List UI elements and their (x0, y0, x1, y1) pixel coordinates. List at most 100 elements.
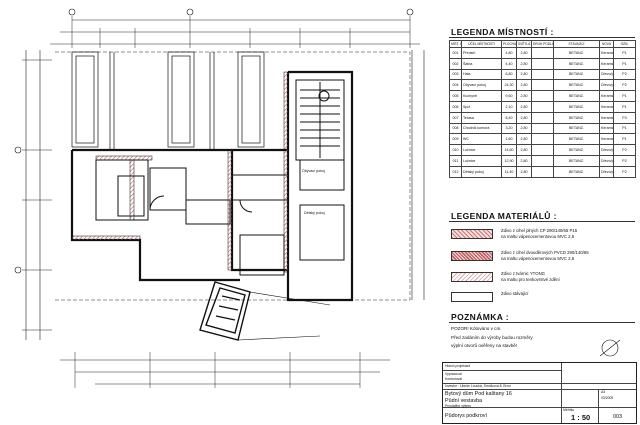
cell-area: 12,90 (501, 154, 517, 167)
material-line2: na maltu vápenocementovou MVC 2,5 (501, 256, 575, 261)
room-label-kids: Dětský pokoj (304, 211, 325, 215)
cell-area: 14,60 (501, 144, 517, 156)
cell-area: 2,10 (501, 100, 517, 113)
cell-code: P1 (613, 47, 636, 59)
cell-num: 008 (449, 122, 462, 135)
project-subject: Půdní vestavba (445, 398, 483, 404)
cell-floor (531, 100, 554, 113)
cell-height: 2,80 (516, 122, 532, 135)
cell-code: P1 (613, 90, 636, 102)
cell-num: 011 (449, 154, 462, 167)
cell-new: Keramická dlažba (599, 47, 614, 59)
cell-floor (531, 47, 554, 59)
investor: Investor : Libuše Loucká, Smrčkova 8, Br… (445, 384, 511, 388)
cell-height: 2,80 (516, 57, 532, 70)
col-code: OZN. (613, 40, 636, 48)
cell-area: 9,60 (501, 90, 517, 102)
cell-existing: BETANZ. (553, 133, 600, 146)
material-item: Zdivo stávající (449, 290, 635, 312)
cell-area: 8,40 (501, 111, 517, 124)
cell-existing: BETANZ. (553, 79, 600, 92)
cell-num: 001 (449, 47, 462, 59)
cell-code: P1 (613, 57, 636, 70)
label-drawn-by: Vypracoval (445, 372, 462, 376)
cell-area: 4,80 (501, 47, 517, 59)
cell-floor (531, 144, 554, 156)
cell-new: Dřevo/palubky (599, 79, 614, 92)
cell-code: P2 (613, 154, 636, 167)
cell-num: 010 (449, 144, 462, 156)
material-legend-title: LEGENDA MATERIÁLŮ : (451, 211, 557, 221)
cell-new: Keramická dlažba (599, 90, 614, 102)
col-num: MÍST. ČÍS. (449, 40, 462, 48)
cell-name: Ložnice (461, 144, 502, 156)
cell-new: Dřevo/palubky (599, 144, 614, 156)
material-line2: na maltu pro tenkovrstvé zdění (501, 277, 560, 282)
cell-name: Chodník komora (461, 122, 502, 135)
cell-area: 3,20 (501, 122, 517, 135)
room-label-living: Obývací pokoj (302, 169, 325, 173)
cell-num: 004 (449, 79, 462, 92)
cell-height: 2,80 (516, 68, 532, 81)
cell-height: 2,80 (516, 144, 532, 156)
cell-existing: BETANZ. (553, 90, 600, 102)
divider (449, 37, 635, 38)
cell-code: P2 (613, 165, 636, 178)
cell-code: P3 (613, 111, 636, 124)
cell-existing: BETANZ. (553, 68, 600, 81)
room-legend-table: MÍST. ČÍS. ÚČEL MÍSTNOSTI PLOCHA [m2] SV… (449, 40, 636, 178)
cell-existing: BETANZ. (553, 111, 600, 124)
cell-name: Ložnice (461, 154, 502, 167)
cell-height: 2,80 (516, 154, 532, 167)
col-floor: DRUH PODLAHY (531, 40, 554, 48)
cell-name: Spíž (461, 100, 502, 113)
material-item: Zdivo z tvárnic YTONG na maltu pro tenko… (449, 270, 635, 292)
material-swatch (451, 251, 493, 261)
cell-height: 2,80 (516, 111, 532, 124)
material-swatch (451, 229, 493, 239)
cell-floor (531, 122, 554, 135)
cell-height: 2,80 (516, 47, 532, 59)
cell-code: P2 (613, 144, 636, 156)
drawing-name: Půdorys podkroví (445, 413, 487, 419)
notes-title: POZNÁMKA : (451, 312, 509, 322)
cell-name: Předsíň (461, 47, 502, 59)
cell-new: Keramická dlažba (599, 111, 614, 124)
cell-name: Hala (461, 68, 502, 81)
scale-label: Měřítko (563, 408, 575, 412)
cell-new: Dřevo/palubky (599, 154, 614, 167)
cell-code: P1 (613, 122, 636, 135)
cell-code: P2 (613, 68, 636, 81)
cell-floor (531, 154, 554, 167)
cell-height: 2,80 (516, 90, 532, 102)
cell-name: WC (461, 133, 502, 146)
material-line1: Zdivo z cihel plných CP 290/140/65 P15 (501, 228, 578, 233)
cell-new: Dřevo/palubky (599, 165, 614, 178)
cell-existing: BETANZ. (553, 100, 600, 113)
material-swatch (451, 272, 493, 282)
cell-name: Obývací pokoj (461, 79, 502, 92)
cell-name: Kuchyně (461, 90, 502, 102)
cell-new: Dřevo/palubky (599, 68, 614, 81)
cell-floor (531, 165, 554, 178)
cell-floor (531, 79, 554, 92)
col-name: ÚČEL MÍSTNOSTI (461, 40, 502, 48)
cell-code: P1 (613, 100, 636, 113)
cell-existing: BETANZ. (553, 47, 600, 59)
col-existing: STÁVAJÍCÍ (553, 40, 600, 48)
material-item: Zdivo z cihel plných CP 290/140/65 P15 n… (449, 227, 635, 249)
cell-area: 11,40 (501, 165, 517, 178)
cell-existing: BETANZ. (553, 144, 600, 156)
cell-floor (531, 68, 554, 81)
cell-area: 6,80 (501, 68, 517, 81)
scale-value: 1 : 50 (571, 413, 591, 422)
cell-name: Terasa (461, 111, 502, 124)
